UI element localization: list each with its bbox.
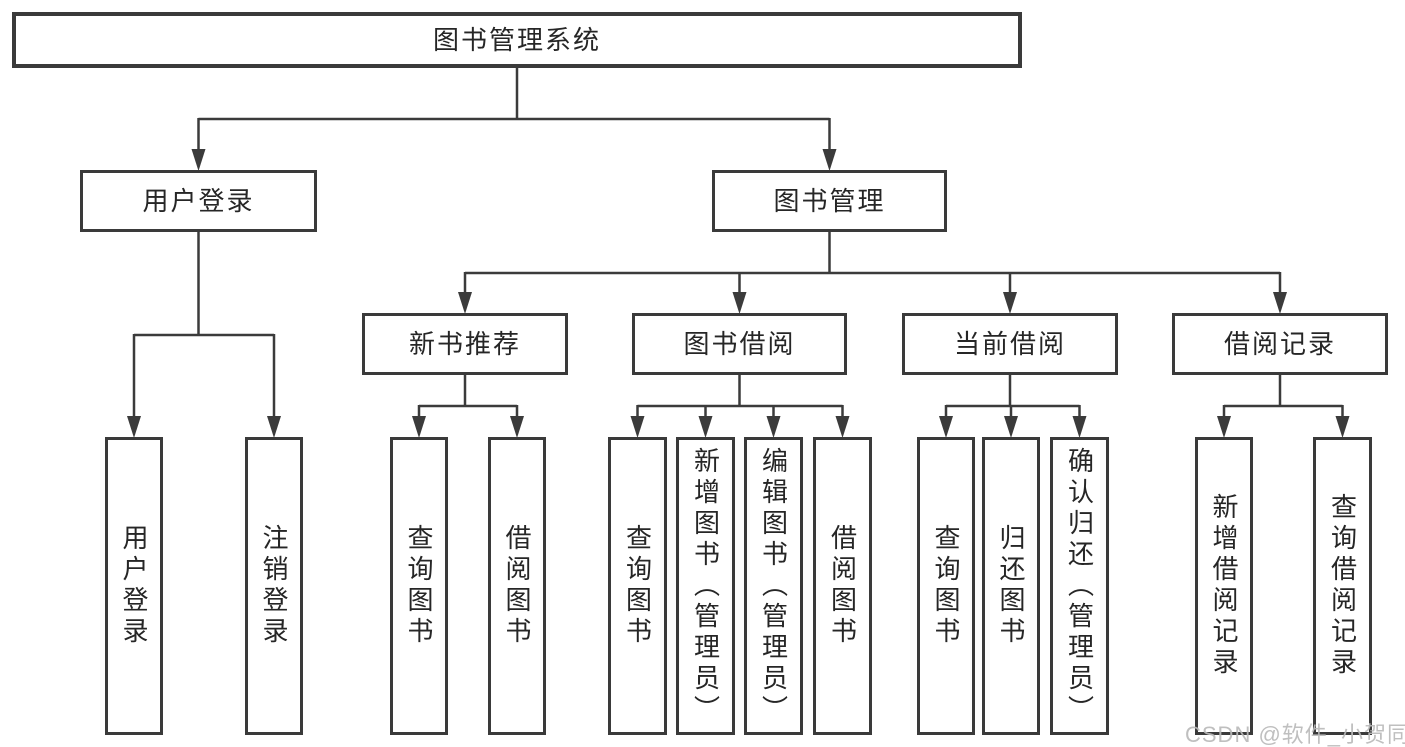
leaf-br-query-record-label: 查询借阅记录 [1327,493,1358,679]
leaf-br-add-record: 新增借阅记录 [1195,437,1253,735]
leaf-cb-return-books: 归还图书 [982,437,1040,735]
node-borrow-records: 借阅记录 [1172,313,1388,375]
node-book-management: 图书管理 [712,170,947,232]
leaf-cb-query-books: 查询图书 [917,437,975,735]
node-new-book-recommend: 新书推荐 [362,313,568,375]
leaf-bb-add-books-admin: 新增图书（管理员） [676,437,735,735]
leaf-bb-edit-books-admin: 编辑图书（管理员） [744,437,803,735]
node-book-borrowing-label: 图书借阅 [683,329,796,359]
node-book-management-label: 图书管理 [773,186,886,216]
leaf-user-login: 用户登录 [105,437,163,735]
node-user-login: 用户登录 [80,170,317,232]
node-book-borrowing: 图书借阅 [632,313,847,375]
leaf-user-login-label: 用户登录 [119,524,149,648]
node-current-borrowing: 当前借阅 [902,313,1118,375]
leaf-cb-query-books-label: 查询图书 [931,524,961,648]
node-current-borrowing-label: 当前借阅 [953,329,1066,359]
leaf-br-add-record-label: 新增借阅记录 [1209,493,1239,679]
leaf-bb-edit-books-admin-label: 编辑图书（管理员） [758,446,789,726]
node-borrow-records-label: 借阅记录 [1223,329,1336,359]
leaf-cb-confirm-return-admin: 确认归还（管理员） [1050,437,1109,735]
watermark: CSDN @软件_小贺同学 [1185,722,1405,747]
node-library-system: 图书管理系统 [12,12,1022,68]
leaf-nbr-query-books-label: 查询图书 [404,524,434,648]
leaf-bb-borrow-books-label: 借阅图书 [827,524,858,648]
leaf-nbr-borrow-books: 借阅图书 [488,437,546,735]
leaf-cb-return-books-label: 归还图书 [996,524,1026,648]
leaf-cb-confirm-return-admin-label: 确认归还（管理员） [1064,446,1095,726]
leaf-nbr-query-books: 查询图书 [390,437,448,735]
leaf-br-query-record: 查询借阅记录 [1313,437,1372,735]
leaf-bb-borrow-books: 借阅图书 [813,437,872,735]
node-new-book-recommend-label: 新书推荐 [408,329,521,359]
leaf-bb-query-books: 查询图书 [608,437,667,735]
leaf-logout: 注销登录 [245,437,303,735]
leaf-nbr-borrow-books-label: 借阅图书 [502,524,532,648]
leaf-logout-label: 注销登录 [259,524,289,648]
node-user-login-label: 用户登录 [142,186,255,216]
leaf-bb-add-books-admin-label: 新增图书（管理员） [690,446,721,726]
leaf-bb-query-books-label: 查询图书 [622,524,653,648]
node-library-system-label: 图书管理系统 [432,25,601,55]
